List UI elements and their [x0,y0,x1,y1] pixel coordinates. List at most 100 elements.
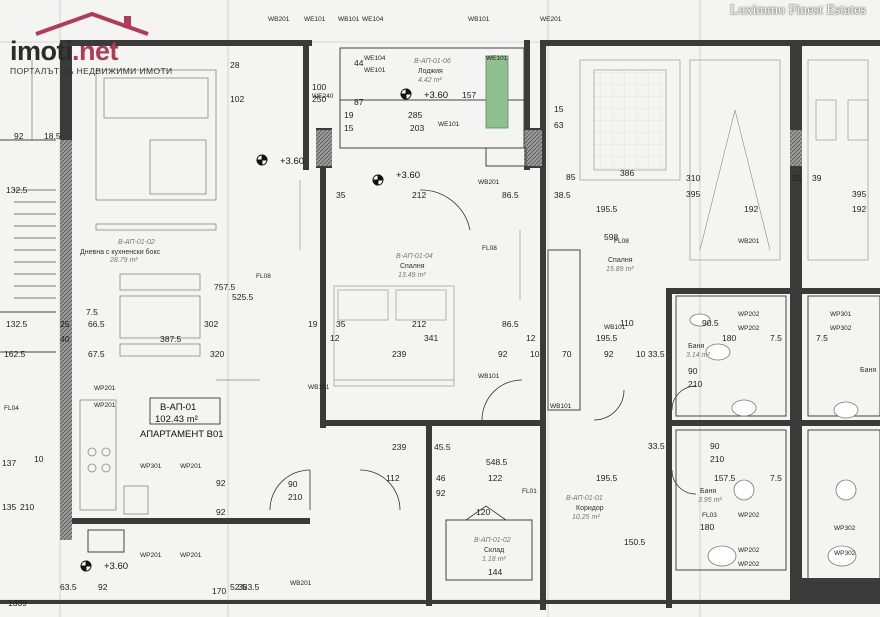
tag: FL08 [256,273,271,280]
tag: WP201 [94,385,116,392]
luximmo-watermark: Luximmo Finest Estates [729,3,866,18]
tag: WB101 [604,324,626,331]
dim: 92 [498,349,508,359]
tag: WP201 [180,463,202,470]
dim: 92 [436,488,446,498]
dim: 86.5 [502,319,519,329]
room-corridor-name: Коридор [576,505,604,512]
dim: 52.5 [230,582,247,592]
dim: 157 [462,90,476,100]
room-bath2-name: Баня [700,488,716,495]
dim: 1339 [8,598,27,608]
dim: 239 [392,349,406,359]
dim: 192 [852,204,866,214]
level-living: +3.60 [280,156,304,167]
apartment-name: АПАРТАМЕНТ В01 [140,429,224,440]
dim: 86.5 [502,190,519,200]
staircase [14,60,56,299]
tag: WE101 [486,55,508,62]
dim: 386 [620,168,634,178]
dim: 192 [744,204,758,214]
dim: 18.5 [44,131,61,141]
tag: WE101 [364,67,386,74]
dim: 132.5 [6,319,28,329]
dim: 90 [288,479,298,489]
tag: WE240 [312,93,334,100]
dim: 180 [722,333,736,343]
dim: 525.5 [232,292,254,302]
room-bath1-name: Баня [688,343,704,350]
dim: 195.5 [596,204,618,214]
dim: 85 [566,172,576,182]
dim: 120 [476,507,490,517]
dim: 132.5 [6,185,28,195]
dim: 110 [620,318,634,328]
tag: WB201 [268,16,290,23]
tag: WE201 [540,16,562,23]
tag: WP302 [834,550,856,557]
logo-name: imoti [10,36,73,66]
dim: 320 [210,349,224,359]
level-bedroom: +3.60 [396,170,420,181]
hatched-columns [60,130,802,540]
dim: 10 [34,454,44,464]
imoti-logo[interactable]: imoti.net ПОРТАЛЪТ ЗА НЕДВИЖИМИ ИМОТИ [8,10,178,76]
dim: 137 [2,458,16,468]
dim: 757.5 [214,282,236,292]
room-storage-area: 1.18 m² [482,556,506,563]
dim: 63.5 [60,582,77,592]
tag: WP202 [738,325,760,332]
tag: WB101 [478,373,500,380]
dim: 598 [604,232,618,242]
tag: WB101 [308,384,330,391]
dim: 35 [336,319,346,329]
dim: 180 [700,522,714,532]
bedroom-furniture [299,59,869,387]
dim: 239 [392,442,406,452]
dim: 157.5 [714,473,736,483]
room-bath1-area: 3.14 m² [686,352,710,359]
dim: 33.5 [648,441,665,451]
house-roof-icon [35,11,149,36]
room-bedroom1-name: Спалня [400,263,425,270]
tag: WP202 [738,512,760,519]
dim: 122 [488,473,502,483]
dim: 170 [212,586,226,596]
dim: 210 [20,502,34,512]
tag: WB201 [738,238,760,245]
dim: 19 [344,110,354,120]
dim: 195.5 [596,333,618,343]
level-loggia: +3.60 [424,90,448,101]
dim: 548.5 [486,457,508,467]
dim: 341 [424,333,438,343]
living-furniture [79,69,260,515]
room-loggia-code: В-АП-01-06 [414,58,451,65]
apartment-code: В-АП-01 [160,402,196,413]
dim: 45.5 [434,442,451,452]
dim: 210 [688,379,702,389]
tag: WP201 [94,402,116,409]
tag: WB101 [338,16,360,23]
dim: 310 [686,173,700,183]
dim: 203 [410,123,424,133]
dim: 285 [408,110,422,120]
dim: 70 [562,349,572,359]
tag: WP201 [180,552,202,559]
dim: 395 [686,189,700,199]
logo-text: imoti.net [10,36,119,67]
dim: 212 [412,190,426,200]
dim: 10 [636,349,646,359]
dim: 90 [710,441,720,451]
dim: 102 [230,94,244,104]
dim: 212 [412,319,426,329]
dim: 25 [792,173,802,183]
tag: FL08 [614,238,629,245]
dim: 19 [308,319,318,329]
tag: FL04 [4,405,19,412]
tag: WP301 [140,463,162,470]
dim: 7.5 [770,333,782,343]
dim: 12 [526,333,536,343]
dim: 39 [812,173,822,183]
dim: 195.5 [596,473,618,483]
room-loggia-area: 4.42 m² [418,77,442,84]
